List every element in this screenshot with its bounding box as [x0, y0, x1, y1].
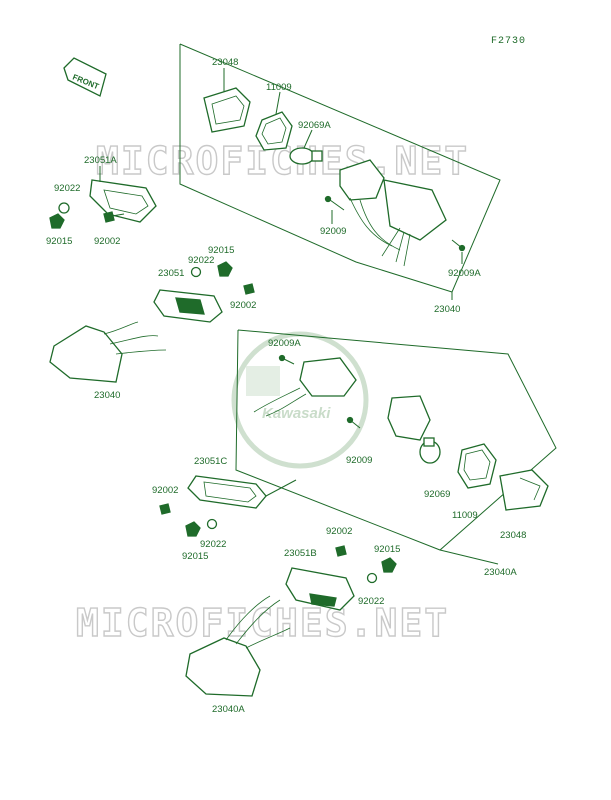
bracket-23040	[179, 43, 501, 293]
bolt-92002-a	[103, 211, 125, 223]
mount-pad-23051C	[187, 475, 267, 509]
bulb-92069A	[289, 147, 323, 165]
screw-92009A-top	[451, 239, 466, 252]
nut-92015-b	[217, 261, 233, 277]
nut-92015-c	[185, 521, 201, 537]
label-92022-c: 92022	[200, 539, 226, 550]
label-23040A: 23040A	[484, 567, 517, 578]
bulb-92069	[419, 437, 441, 464]
socket-housing-top	[339, 159, 447, 267]
label-92009-top: 92009	[320, 226, 346, 237]
washer-92022-d	[366, 572, 378, 584]
label-92009A-top: 92009A	[448, 268, 481, 279]
label-11009-mid: 11009	[452, 510, 478, 521]
label-23040: 23040	[434, 304, 460, 315]
mount-pad-23051B	[285, 567, 355, 611]
screw-92009-mid	[346, 416, 361, 429]
label-92069: 92069	[424, 489, 450, 500]
label-23051C: 23051C	[194, 456, 227, 467]
lens-23048-top	[203, 87, 251, 133]
washer-92022-b	[190, 266, 202, 278]
kawasaki-watermark-text: Kawasaki	[262, 405, 331, 422]
label-23040-left: 23040	[94, 390, 120, 401]
gasket-11009-top	[255, 111, 293, 151]
label-92002-c: 92002	[152, 485, 178, 496]
washer-92022-c	[206, 518, 218, 530]
label-92022-a: 92022	[54, 183, 80, 194]
nut-92015-d	[381, 557, 397, 573]
mount-pad-23051	[153, 289, 223, 323]
label-11009-top: 11009	[266, 82, 292, 93]
bolt-92002-d	[335, 545, 347, 557]
label-23048-top: 23048	[212, 57, 238, 68]
mount-pad-23051A	[89, 179, 157, 223]
housing-23040-left	[49, 321, 167, 383]
label-92015-d: 92015	[374, 544, 400, 555]
label-92015-b: 92015	[208, 245, 234, 256]
label-92002-b: 92002	[230, 300, 256, 311]
screw-92009-top	[324, 195, 345, 211]
gasket-11009-mid	[457, 443, 497, 489]
kawasaki-watermark-logo: Kawasaki	[231, 331, 369, 469]
bolt-92002-b	[243, 283, 255, 295]
label-92022-d: 92022	[358, 596, 384, 607]
housing-mid	[253, 357, 431, 441]
label-23051: 23051	[158, 268, 184, 279]
watermark-bottom: MICROFICHES.NET	[76, 601, 449, 645]
housing-23040A-bottom	[185, 595, 291, 697]
washer-92022-a	[58, 202, 70, 214]
front-arrow-icon: FRONT	[63, 57, 107, 97]
label-23051A: 23051A	[84, 155, 117, 166]
label-23040A-bottom: 23040A	[212, 704, 245, 715]
label-92015-a: 92015	[46, 236, 72, 247]
bracket-23040A	[235, 329, 557, 551]
lens-23048-mid	[499, 469, 549, 511]
label-92009A-mid: 92009A	[268, 338, 301, 349]
screw-92009A-mid	[278, 354, 295, 365]
bolt-92002-c	[159, 503, 171, 515]
label-23048-mid: 23048	[500, 530, 526, 541]
label-23051B: 23051B	[284, 548, 317, 559]
label-92015-c: 92015	[182, 551, 208, 562]
label-92002-a: 92002	[94, 236, 120, 247]
label-92002-d: 92002	[326, 526, 352, 537]
label-92009-mid: 92009	[346, 455, 372, 466]
label-92069A: 92069A	[298, 120, 331, 131]
figure-code: F2730	[491, 36, 526, 47]
nut-92015-a	[49, 213, 65, 229]
label-92022-b: 92022	[188, 255, 214, 266]
